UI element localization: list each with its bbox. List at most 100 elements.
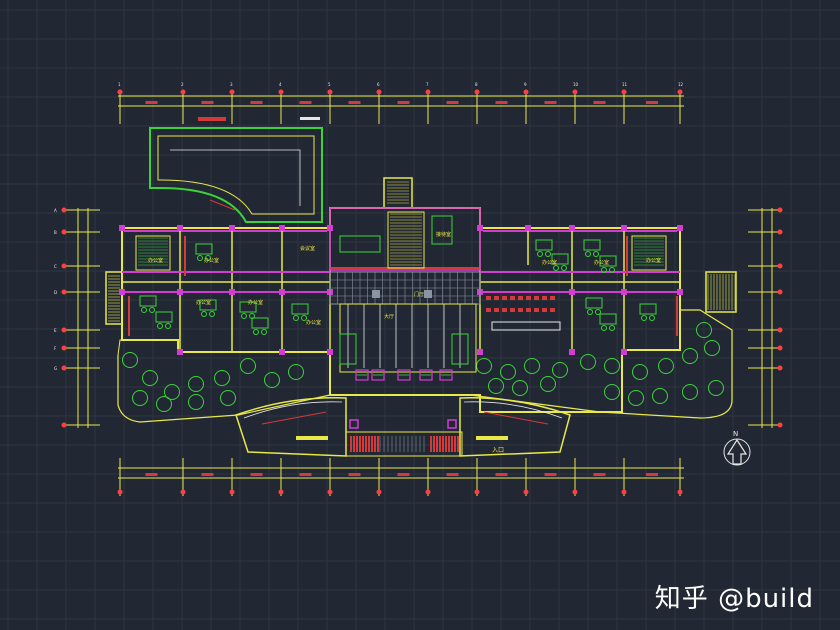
chair [165,323,171,329]
dim-text [495,473,508,476]
dimension-chain-top [117,89,684,124]
plaza-left-wing [235,397,347,457]
room-tags: 办公室办公室会议室办公室办公室办公室门厅大厅接待室办公室办公室办公室 [148,231,661,326]
seat [494,308,499,312]
plaza-label-bar [296,436,328,440]
tree-symbol [500,364,516,380]
red-step [454,436,456,452]
workstation [535,239,553,251]
workstation [583,239,601,251]
tree-symbol [696,322,712,338]
axis-bubble [61,365,67,371]
axis-label-top: 6 [377,82,380,87]
interior-partitions [122,228,680,352]
tree-symbol [288,364,304,380]
workstation [585,297,603,309]
chair [601,267,607,273]
plaza-arrow [483,411,549,425]
window-strip [626,236,628,276]
red-step [436,436,438,452]
plaza-right-wing [459,397,571,457]
seat [534,308,539,312]
window-strips [128,236,678,336]
tree-symbol [652,388,668,404]
north-arrow-ring [723,438,751,466]
window-strip [676,296,678,336]
column [621,225,627,231]
axis-bubble [61,345,67,351]
chair [545,251,551,257]
column [569,225,575,231]
axis-label-side: D [54,290,57,295]
tree-symbol [682,384,698,400]
axis-label-top: 11 [622,82,628,87]
chair [641,315,647,321]
chair [157,323,163,329]
column [279,225,285,231]
workstation [239,301,257,313]
entrance-stair-block [383,177,413,209]
axis-label-side: F [54,346,57,351]
room-tag: 门厅 [414,291,424,298]
red-step [448,436,450,452]
tree-symbol [188,394,204,410]
chair [209,311,215,317]
room-tag: 大厅 [384,313,394,320]
entrance-label: 入口 [492,447,504,454]
column [677,225,683,231]
axis-bubble [425,89,431,95]
chair [609,325,615,331]
tree-symbol [122,352,138,368]
chair [537,251,543,257]
workstation [599,255,617,267]
revolving-door [397,369,411,381]
dim-text [299,101,312,104]
revolving-door [355,369,369,381]
watermark-brand: 知乎 [654,584,709,614]
room-tag: 会议室 [300,245,315,252]
red-step [439,436,441,452]
left-wing [105,271,123,325]
column [569,289,575,295]
chair [585,251,591,257]
watermark-handle: @build [718,584,814,614]
atrium-frame [339,303,477,373]
axis-bubble [61,289,67,295]
axis-bubble [777,345,783,351]
axis-label-top: 8 [475,82,478,87]
workstation [551,253,569,265]
conference-table [491,321,561,331]
window-strip [128,296,130,336]
lobby-column [424,290,432,298]
entrance-doors [355,369,453,381]
axis-bubble [621,489,627,495]
chair [593,251,599,257]
dimension-chain-right [748,207,783,428]
chair [205,255,211,261]
column [229,289,235,295]
seat [534,296,539,300]
site-boundary [117,309,733,423]
axis-label-top: 12 [678,82,684,87]
dim-text [145,101,158,104]
red-step [368,436,370,452]
seat [526,296,531,300]
window-strip [184,236,186,276]
column [621,349,627,355]
ramp-label-bar [198,117,226,121]
red-step [377,436,379,452]
chair [293,315,299,321]
axis-bubble [777,422,783,428]
tree-symbol [164,384,180,400]
chair [609,267,615,273]
red-step [371,436,373,452]
seat [502,296,507,300]
red-step [359,436,361,452]
room-tag: 办公室 [248,299,263,306]
axis-bubble [61,207,67,213]
revolving-door [419,369,433,381]
workstation [599,313,617,325]
